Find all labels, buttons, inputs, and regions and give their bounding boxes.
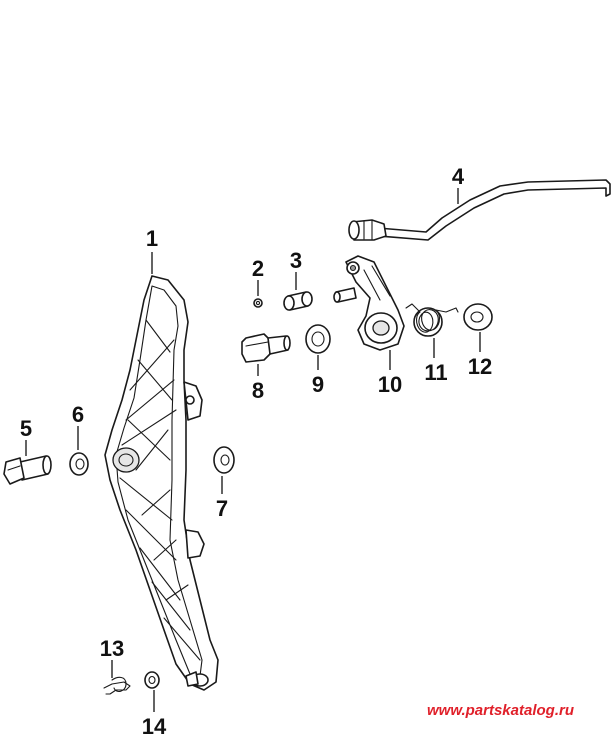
- part-9-washer: [305, 324, 331, 354]
- part-4-link-rod: [348, 179, 611, 241]
- callout-13: 13: [100, 636, 124, 661]
- part-5-bolt: [3, 455, 52, 485]
- callout-11: 11: [424, 360, 447, 385]
- leader-lines: [25, 188, 481, 712]
- part-6-washer: [69, 452, 89, 476]
- callout-2: 2: [252, 256, 264, 281]
- part-13-hairpin-clip: [103, 676, 131, 695]
- callout-1: 1: [146, 226, 158, 251]
- part-2-small-washer: [253, 298, 263, 308]
- callout-labels: 1 2 3 4 5 6 7 8 9 10 11 12 13 14: [20, 164, 492, 739]
- watermark-text: www.partskatalog.ru: [427, 702, 574, 719]
- callout-10: 10: [378, 372, 402, 397]
- callout-4: 4: [452, 164, 465, 189]
- part-8-bolt: [241, 333, 291, 363]
- callout-5: 5: [20, 416, 32, 441]
- callout-6: 6: [72, 402, 84, 427]
- part-12-washer: [463, 303, 493, 331]
- callout-14: 14: [142, 714, 167, 739]
- part-10-lever-arm: [333, 255, 405, 351]
- callout-12: 12: [468, 354, 492, 379]
- part-7-washer: [213, 446, 235, 474]
- callout-3: 3: [290, 248, 302, 273]
- callout-8: 8: [252, 378, 264, 403]
- callout-9: 9: [312, 372, 324, 397]
- part-14-washer: [144, 671, 160, 689]
- part-3-bushing: [283, 291, 313, 311]
- callout-7: 7: [216, 496, 228, 521]
- part-1-bracket: [104, 275, 219, 691]
- part-11-torsion-spring: [405, 303, 459, 337]
